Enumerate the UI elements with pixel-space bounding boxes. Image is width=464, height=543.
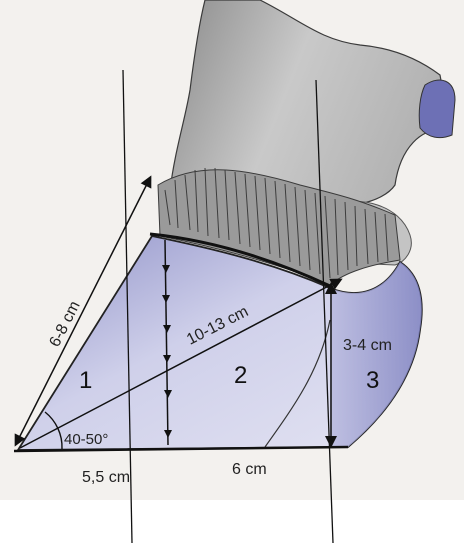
hoof-angle-label: 40-50° <box>64 431 108 448</box>
region-1-label: 1 <box>79 367 92 394</box>
coronet-hair <box>157 169 401 286</box>
diagonal-dimension <box>19 278 343 449</box>
coronary-band <box>149 232 331 288</box>
ground-line <box>13 445 349 453</box>
hair-strokes <box>164 167 389 279</box>
heel-region <box>330 262 422 447</box>
ergot <box>418 79 456 139</box>
region-2-label: 2 <box>234 362 247 389</box>
vertical-arrow-heads <box>162 265 172 438</box>
reference-line-rear <box>315 79 334 543</box>
dorsal-wall-dimension <box>14 175 152 447</box>
vertical-arrows <box>164 239 169 446</box>
white-margin <box>0 500 464 543</box>
leg-pastern <box>169 0 451 211</box>
hoof-angle-arc <box>44 411 63 450</box>
heel-height-label: 3-4 cm <box>343 337 392 354</box>
region-3-label: 3 <box>366 367 379 394</box>
toe-ground-label: 5,5 cm <box>82 469 130 486</box>
heel-ground-label: 6 cm <box>232 461 267 478</box>
